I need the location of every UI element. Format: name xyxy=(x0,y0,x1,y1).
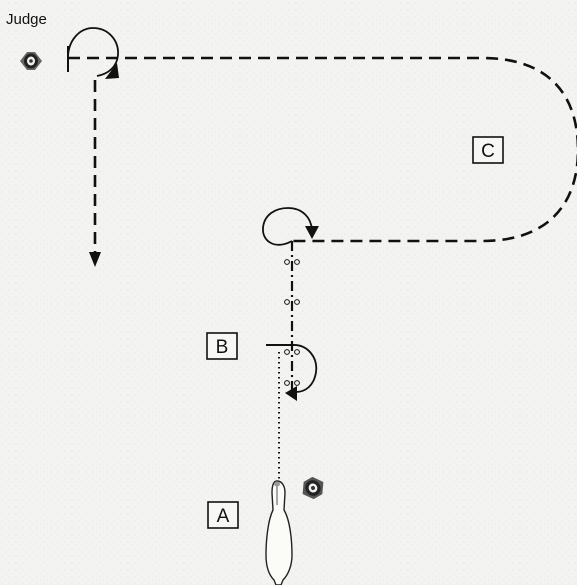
exit-arrow-icon xyxy=(89,252,101,267)
cone-marker-icon xyxy=(302,476,324,500)
svg-text:B: B xyxy=(216,337,229,358)
rollback-curve xyxy=(291,344,318,393)
marker-a: A xyxy=(207,501,239,529)
svg-text:C: C xyxy=(481,141,495,162)
spin-arrow-icon xyxy=(305,226,319,239)
judge-label: Judge xyxy=(6,11,47,28)
pattern-route-dashed xyxy=(68,56,577,243)
spin-circle-center xyxy=(262,207,313,246)
spin-circle-judge xyxy=(67,27,119,77)
marker-b: B xyxy=(206,332,238,360)
svg-text:A: A xyxy=(217,506,230,527)
marker-c: C xyxy=(472,136,504,164)
hoofprint-icon xyxy=(284,259,300,386)
spin-arrow-icon xyxy=(105,63,119,79)
horse-topview-icon xyxy=(265,480,293,585)
judge-cone-icon xyxy=(20,52,42,70)
rollback-arrow-icon xyxy=(285,386,297,401)
